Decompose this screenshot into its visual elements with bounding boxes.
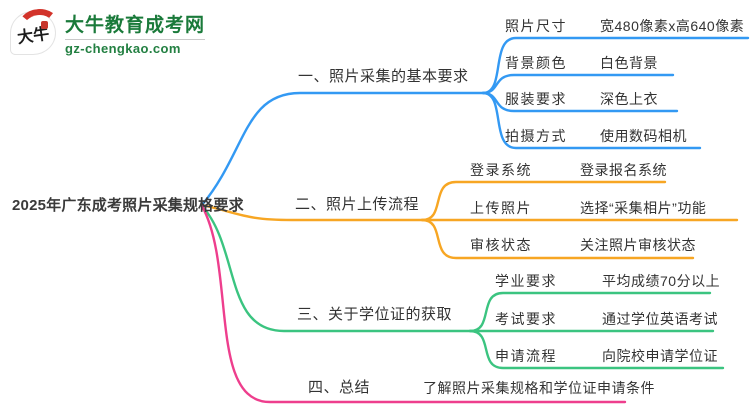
branch1-main-line — [200, 91, 485, 207]
b3-child3-label: 申请流程 — [495, 348, 557, 364]
branch2-label: 二、照片上传流程 — [295, 196, 420, 213]
b3-child1-value: 平均成绩70分以上 — [602, 273, 721, 289]
branch3-child3-line — [468, 329, 725, 370]
b1-child2-value: 白色背景 — [600, 55, 658, 71]
b1-child3-value: 深色上衣 — [600, 91, 658, 107]
branch1-child4-line — [481, 91, 702, 150]
b1-child3-label: 服装要求 — [505, 91, 567, 107]
branch2-main-line — [200, 203, 424, 222]
branch4-label: 四、总结 — [308, 379, 371, 396]
b1-child1-label: 照片尺寸 — [505, 18, 567, 34]
b2-child2-value: 选择“采集相片”功能 — [580, 200, 707, 216]
branch3-child1-line — [468, 291, 712, 333]
b1-child4-label: 拍摄方式 — [505, 128, 567, 144]
branch1-label: 一、照片采集的基本要求 — [298, 68, 469, 85]
logo-red-seal-icon — [41, 21, 48, 29]
b1-child1-value: 宽480像素x高640像素 — [600, 18, 745, 34]
branch4-main-line — [200, 204, 627, 404]
b2-child3-value: 关注照片审核状态 — [580, 237, 696, 253]
branch3-label: 三、关于学位证的获取 — [297, 306, 453, 323]
b1-child2-label: 背景颜色 — [505, 55, 567, 71]
root-node: 2025年广东成考照片采集规格要求 — [12, 197, 244, 214]
site-logo[interactable]: 大牛 大牛教育成考网 gz-chengkao.com — [10, 6, 206, 56]
b3-child3-value: 向院校申请学位证 — [602, 348, 718, 364]
branch2-child3-line — [420, 218, 695, 260]
b2-child2-label: 上传照片 — [470, 200, 532, 216]
b2-child3-label: 审核状态 — [470, 237, 532, 253]
b2-child1-label: 登录系统 — [470, 162, 532, 178]
b2-child1-value: 登录报名系统 — [580, 162, 667, 178]
logo-text-block: 大牛教育成考网 gz-chengkao.com — [65, 10, 206, 56]
branch2-child1-line — [420, 180, 667, 222]
b3-child2-value: 通过学位英语考试 — [602, 311, 718, 327]
logo-mark-text: 大牛 — [16, 25, 51, 48]
b4-summary-value: 了解照片采集规格和学位证申请条件 — [423, 380, 655, 396]
logo-icon: 大牛 — [10, 6, 62, 55]
branch3-main-line — [200, 204, 472, 333]
site-title: 大牛教育成考网 — [65, 15, 206, 36]
b3-child1-label: 学业要求 — [495, 273, 557, 289]
b3-child2-label: 考试要求 — [495, 311, 557, 327]
b1-child4-value: 使用数码相机 — [600, 128, 687, 144]
site-url[interactable]: gz-chengkao.com — [65, 39, 206, 56]
